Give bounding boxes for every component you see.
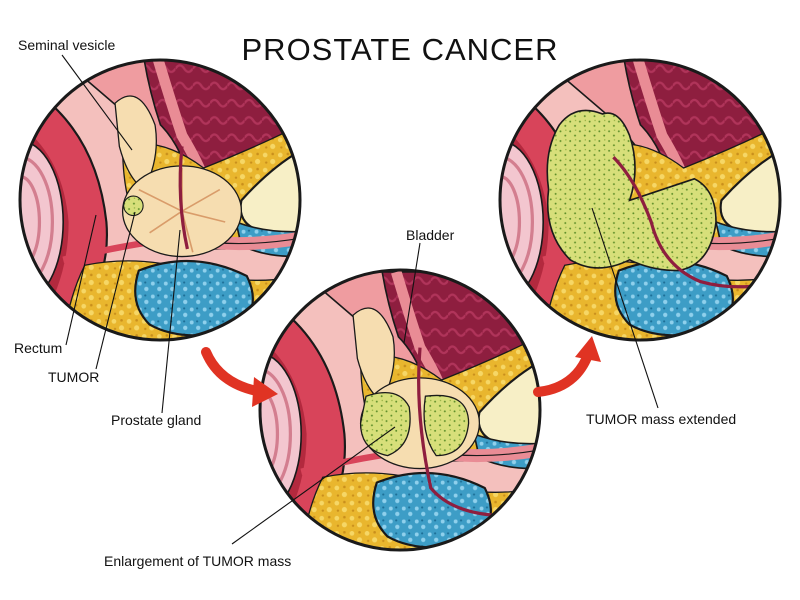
stage-circle-extended	[498, 58, 782, 342]
label-tumor-mass-extended: TUMOR mass extended	[586, 411, 736, 427]
label-tumor: TUMOR	[48, 369, 99, 385]
label-enlargement-tumor-mass: Enlargement of TUMOR mass	[104, 553, 291, 569]
label-bladder: Bladder	[406, 227, 455, 243]
label-seminal-vesicle: Seminal vesicle	[18, 37, 115, 53]
leader-lines	[61, 54, 659, 545]
arrow-left-to-middle	[201, 347, 278, 407]
label-rectum: Rectum	[14, 340, 62, 356]
stage-circle-enlargement	[258, 268, 542, 552]
arrow-middle-to-right	[533, 336, 601, 397]
page-title: PROSTATE CANCER	[242, 32, 559, 67]
label-prostate-gland: Prostate gland	[111, 412, 201, 428]
stage-circle-early	[18, 58, 302, 342]
